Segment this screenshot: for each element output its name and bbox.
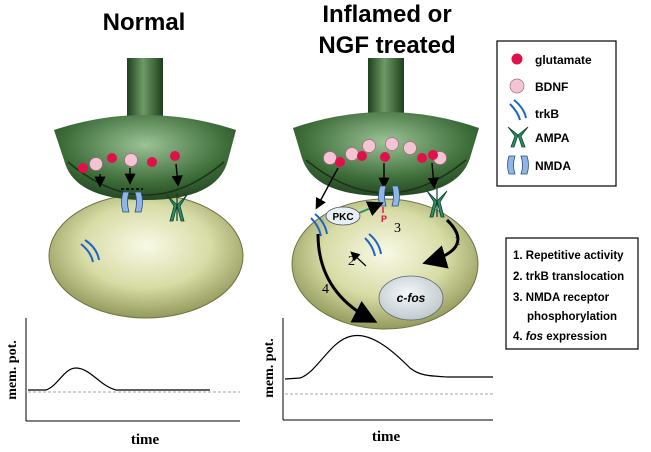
postsynaptic-cell-normal [48, 193, 244, 319]
xlabel-normal: time [131, 432, 160, 448]
bdnf-vesicle [403, 141, 417, 155]
bdnf-vesicle [345, 147, 359, 161]
legend-label-nmda: NMDA [535, 159, 571, 173]
glutamate-vesicle [170, 151, 180, 161]
step-text-4-rest: expression [543, 331, 607, 343]
glutamate-vesicle [147, 157, 157, 167]
ylabel-inflamed: mem. pot. [262, 338, 277, 398]
panel-title-inflamed-line1: Inflamed or [322, 1, 451, 28]
membrane-potential-plot-normal: mem. pot. time [5, 318, 240, 448]
nmda-receptor-icon [121, 191, 143, 213]
legend-label-bdnf: BDNF [535, 80, 568, 94]
ylabel-normal: mem. pot. [5, 340, 20, 400]
step-number-1: 1 [454, 234, 461, 249]
bdnf-vesicle [89, 157, 103, 171]
trkb-receptor-icon [509, 99, 527, 121]
glutamate-vesicle [428, 150, 438, 160]
trkb-receptor-icon [310, 213, 328, 237]
bdnf-vesicle [124, 153, 138, 167]
step-text-3b: phosphorylation [527, 311, 617, 323]
nmda-receptor-icon [507, 155, 529, 175]
trkb-receptor-icon [364, 233, 382, 257]
step-number-4: 4 [322, 282, 329, 297]
panel-title-normal: Normal [103, 9, 186, 36]
step-text-1: 1. Repetitive activity [513, 250, 624, 262]
bdnf-dot-icon [509, 78, 525, 94]
ampa-receptor-icon [507, 126, 529, 148]
step-text-4-fos: fos [526, 331, 543, 343]
glutamate-vesicle [417, 153, 427, 163]
cfos-label: c-fos [397, 291, 426, 305]
inflamed-synapse: P PKC 3 2 c-fos [291, 58, 479, 330]
trace-normal [28, 367, 210, 391]
step-text-3: 3. NMDA receptor [513, 292, 610, 304]
bdnf-vesicle [323, 151, 337, 165]
step-text-2: 2. trkB translocation [513, 271, 624, 283]
steps-box: 1. Repetitive activity 2. trkB transloca… [505, 237, 639, 350]
glutamate-vesicle [380, 152, 390, 162]
glutamate-vesicle [335, 157, 345, 167]
glutamate-vesicle [78, 163, 88, 173]
nucleus: c-fos [378, 275, 444, 321]
step-number-2: 2 [348, 254, 355, 269]
glutamate-vesicle [357, 151, 367, 161]
pkc-enzyme: PKC [325, 206, 361, 226]
legend-label-ampa: AMPA [535, 131, 570, 145]
presynaptic-terminal-normal [54, 115, 236, 200]
legend-label-glutamate: glutamate [535, 53, 592, 67]
glutamate-vesicle [107, 153, 117, 163]
membrane-potential-plot-inflamed: mem. pot. time [262, 318, 493, 445]
legend-label-trkb: trkB [535, 107, 559, 121]
xlabel-inflamed: time [372, 429, 401, 445]
trace-inflamed [284, 334, 493, 380]
ampa-receptor-icon [426, 189, 448, 218]
trkb-receptor-icon [80, 239, 100, 263]
pkc-label: PKC [332, 212, 353, 223]
legend-box: glutamate BDNF trkB AMPA NMDA [496, 40, 617, 187]
step-text-4: 4. fos expression [513, 331, 607, 343]
bdnf-vesicle [362, 139, 376, 153]
glutamate-dot-icon [511, 53, 523, 65]
ampa-receptor-icon [166, 193, 188, 222]
phospho-label: P [381, 214, 387, 224]
normal-synapse [48, 58, 244, 319]
panel-title-inflamed-line2: NGF treated [318, 32, 455, 59]
nmda-receptor-icon [378, 185, 400, 207]
bdnf-vesicle [385, 137, 399, 151]
step-number-3: 3 [394, 221, 401, 236]
